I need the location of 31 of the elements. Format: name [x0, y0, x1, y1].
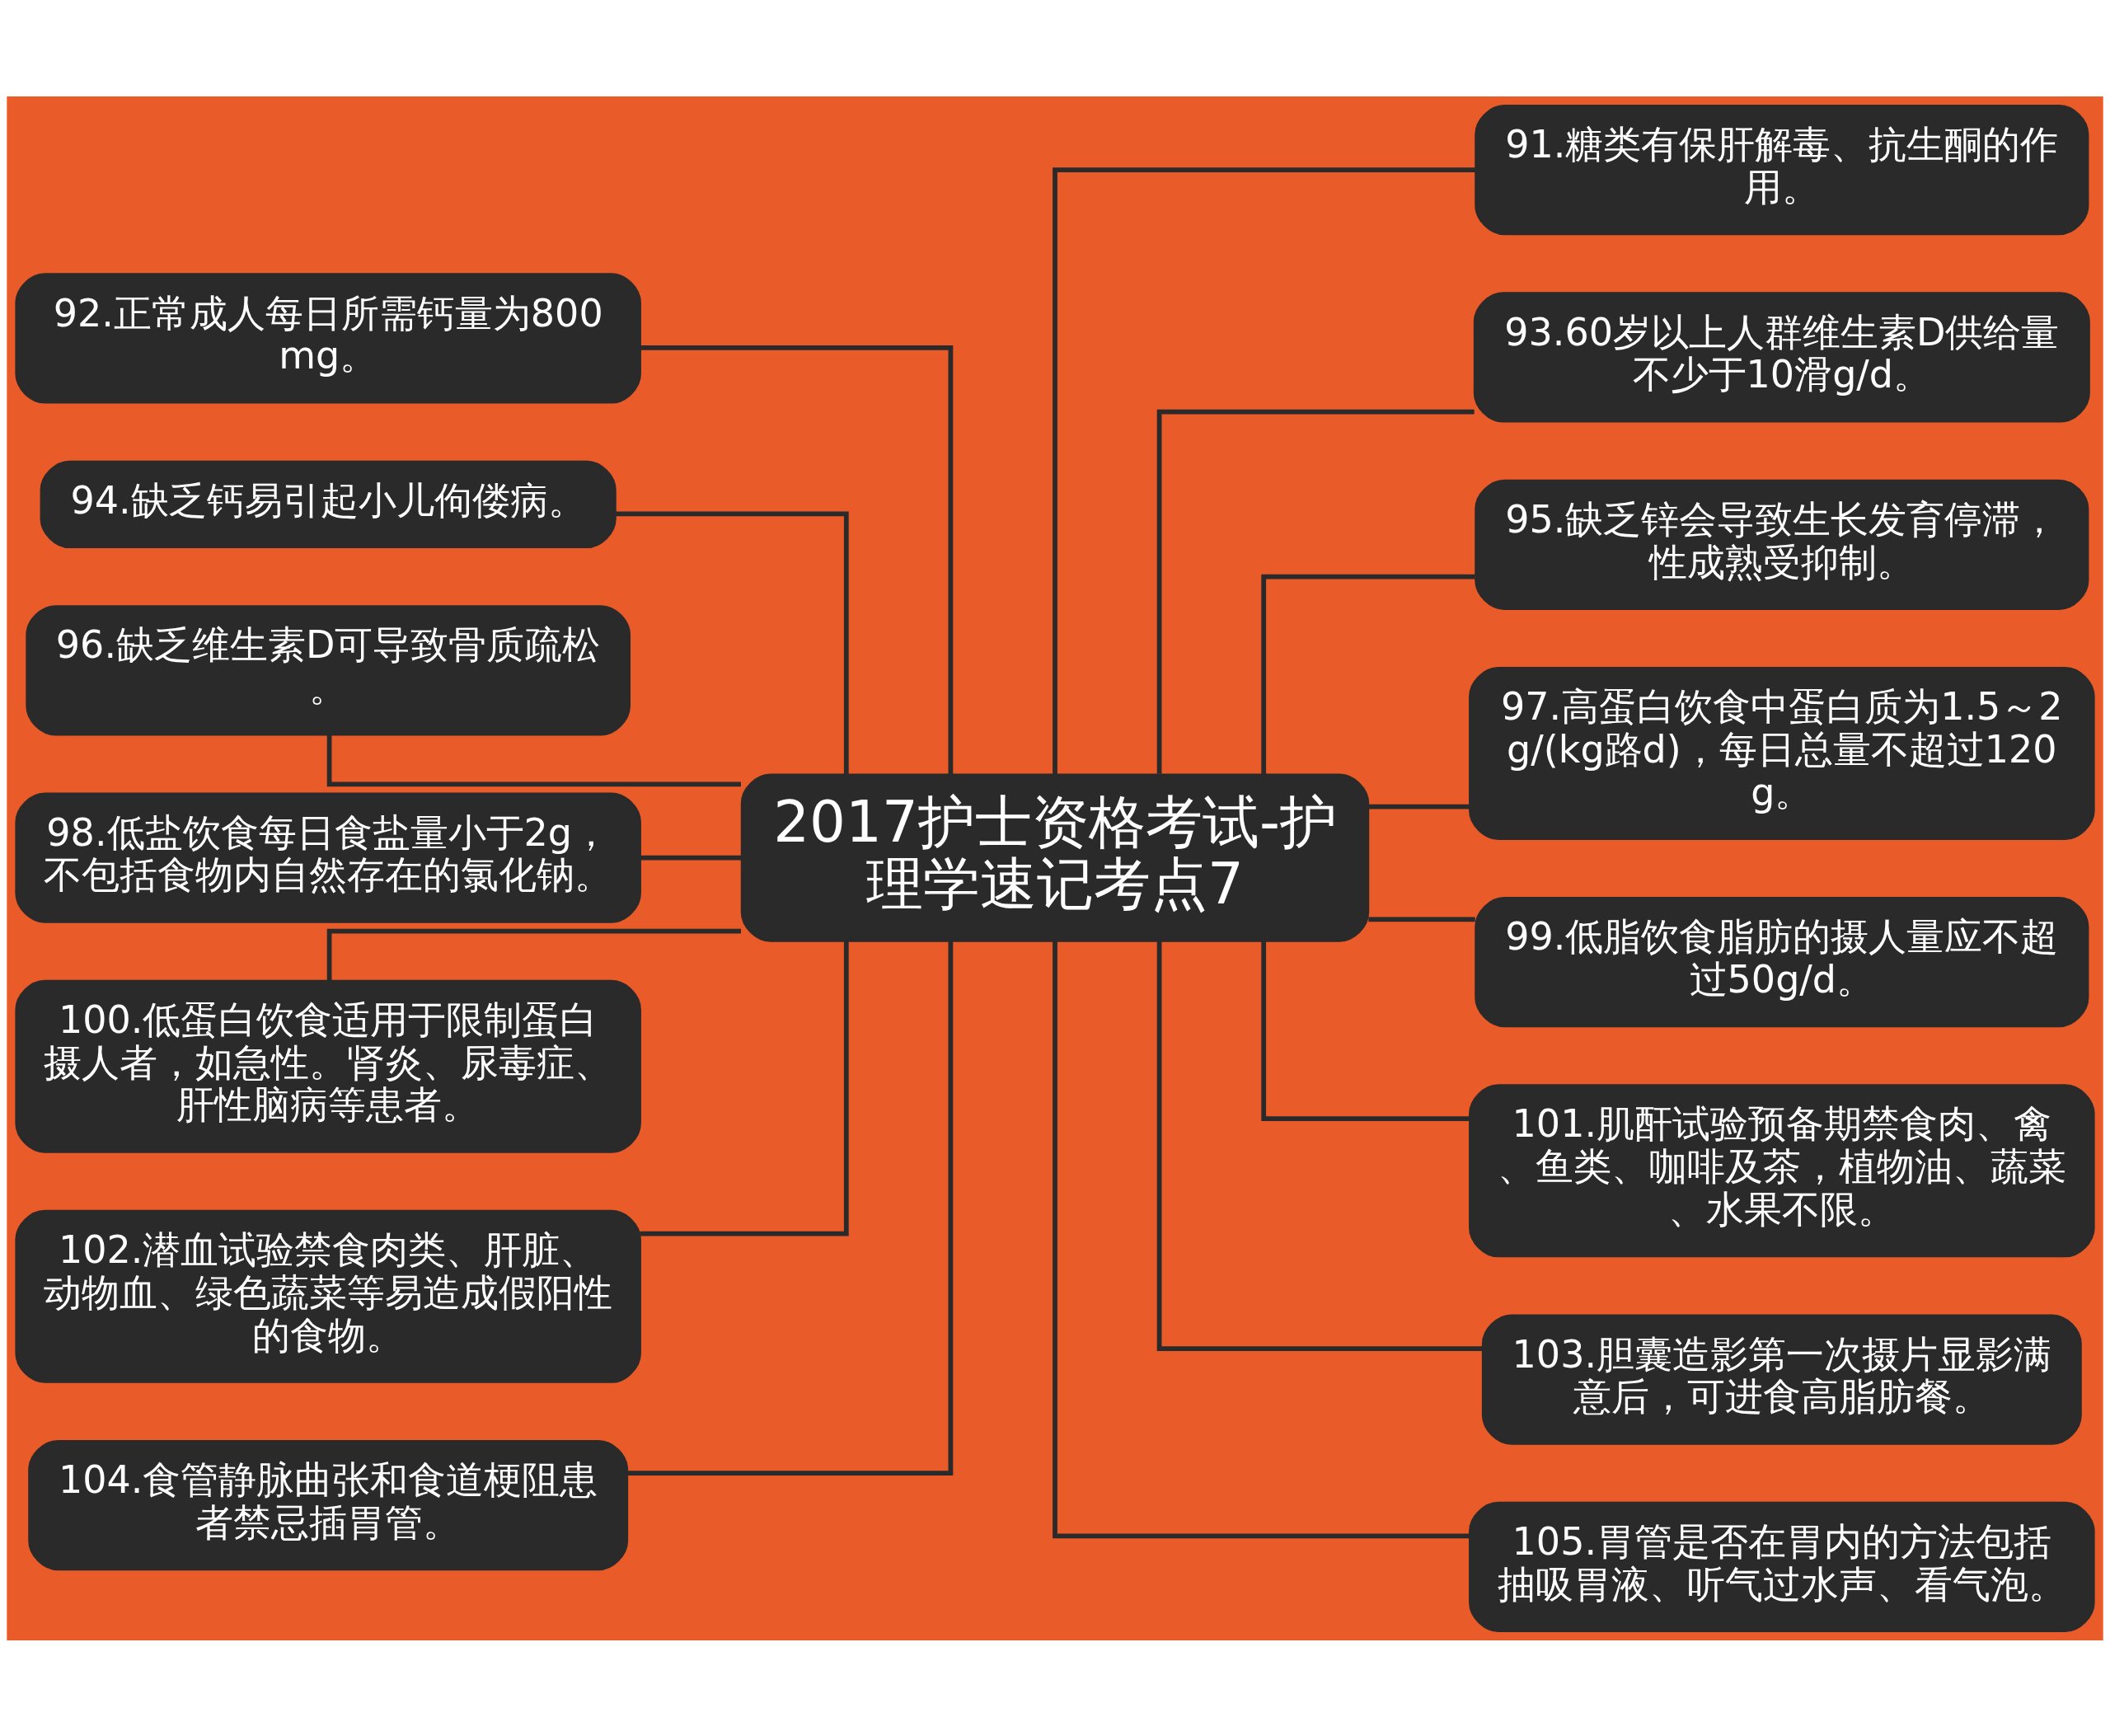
- node-box: 103.胆囊造影第一次摄片显影满意后，可进食高脂肪餐。: [1481, 1313, 2082, 1445]
- connector: [640, 345, 954, 775]
- connector: [1261, 941, 1470, 1121]
- node-box: 96.缺乏维生素D可导致骨质疏松。: [26, 604, 631, 735]
- node-box: 94.缺乏钙易引起小儿佝偻病。: [40, 460, 617, 548]
- node-box: 102.潜血试验禁食肉类、肝脏、动物血、绿色蔬菜等易造成假阳性的食物。: [15, 1209, 641, 1383]
- node-box: 93.60岁以上人群维生素D供给量不少于10滑g/d。: [1473, 291, 2090, 423]
- node-box: 95.缺乏锌会导致生长发育停滞，性成熟受抑制。: [1475, 479, 2089, 610]
- connector: [627, 941, 954, 1476]
- connector: [1156, 409, 1475, 774]
- connector: [1053, 940, 1470, 1538]
- node-box: 98.低盐饮食每日食盐量小于2g，不包括食物内自然存在的氯化钠。: [15, 791, 641, 923]
- connector: [326, 928, 741, 981]
- connector: [640, 941, 849, 1236]
- connector: [1368, 804, 1470, 809]
- node-box: 97.高蛋白饮食中蛋白质为1.5～2g/(kg路d)，每日总量不超过120g。: [1469, 666, 2095, 840]
- node-box: 2017护士资格考试-护理学速记考点7: [740, 772, 1370, 942]
- node-box: 104.食管静脉曲张和食道梗阻患者禁忌插胃管。: [28, 1439, 629, 1570]
- connector: [1053, 167, 1476, 774]
- node-box: 91.糖类有保肝解毒、抗生酮的作用。: [1475, 104, 2089, 235]
- connector: [1156, 941, 1483, 1351]
- node-box: 105.胃管是否在胃内的方法包括抽吸胃液、听气过水声、看气泡。: [1469, 1501, 2095, 1632]
- node-box: 101.肌酐试验预备期禁食肉、禽、鱼类、咖啡及茶，植物油、蔬菜、水果不限。: [1469, 1083, 2095, 1257]
- node-box: 99.低脂饮食脂肪的摄人量应不超过50g/d。: [1475, 896, 2089, 1027]
- connector: [615, 511, 849, 775]
- node-box: 92.正常成人每日所需钙量为800 mg。: [15, 272, 641, 404]
- connector: [1368, 917, 1475, 922]
- connector: [640, 855, 742, 860]
- connector: [1261, 574, 1475, 774]
- node-box: 100.低蛋白饮食适用于限制蛋白摄人者，如急性。肾炎、尿毒症、肝性脑病等患者。: [15, 979, 641, 1153]
- connector: [326, 734, 741, 786]
